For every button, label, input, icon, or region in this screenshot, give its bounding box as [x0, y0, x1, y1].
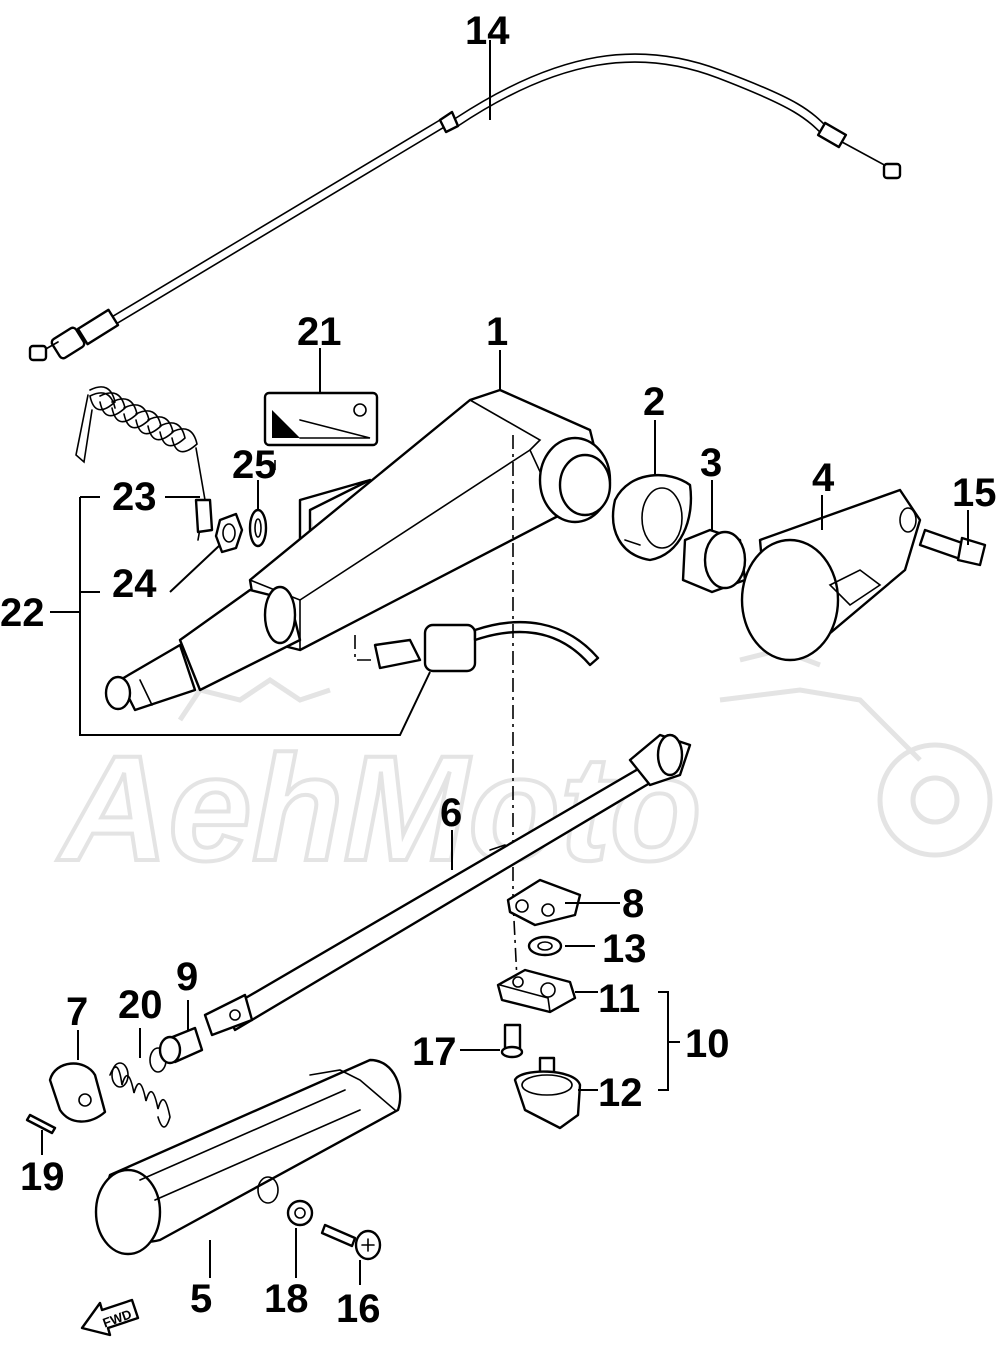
callout-8: 8 — [622, 882, 644, 926]
callout-22: 22 — [0, 591, 45, 635]
callout-12: 12 — [598, 1071, 643, 1115]
callout-1: 1 — [486, 310, 508, 354]
part-9-bushing[interactable] — [158, 1026, 204, 1065]
callout-23: 23 — [112, 475, 157, 519]
part-5-grip[interactable] — [94, 1058, 402, 1256]
part-4-throttle-cover[interactable] — [740, 488, 922, 662]
callout-9: 9 — [176, 955, 198, 999]
callout-13: 13 — [602, 927, 647, 971]
part-8-plate[interactable] — [506, 878, 582, 927]
callout-14: 14 — [465, 9, 510, 53]
part-11-friction-block[interactable] — [496, 968, 577, 1014]
part-3-bushing[interactable] — [681, 528, 747, 594]
callout-labels: 14 21 1 2 3 4 15 25 23 24 22 6 8 13 11 1… — [0, 9, 997, 1331]
part-7-cap[interactable] — [48, 1062, 107, 1123]
part-13-washer[interactable] — [527, 935, 563, 957]
callout-10: 10 — [685, 1022, 730, 1066]
callout-7: 7 — [66, 990, 88, 1034]
part-14-throttle-cable[interactable] — [28, 53, 902, 362]
callout-11: 11 — [598, 977, 640, 1021]
part-15-bolt[interactable] — [918, 528, 987, 567]
callout-2: 2 — [643, 380, 665, 424]
part-6-throttle-shaft[interactable] — [203, 733, 692, 1037]
callout-15: 15 — [952, 471, 997, 515]
part-21-label-plate[interactable] — [263, 391, 379, 447]
callout-5: 5 — [190, 1277, 212, 1321]
callout-6: 6 — [440, 791, 462, 835]
callout-17: 17 — [412, 1030, 457, 1074]
part-25-washer[interactable] — [248, 508, 268, 548]
callout-21: 21 — [297, 310, 342, 354]
callout-16: 16 — [336, 1287, 381, 1331]
part-2-collar[interactable] — [611, 473, 693, 562]
part-24-nut[interactable] — [214, 512, 244, 554]
part-22-stop-switch[interactable] — [373, 620, 600, 673]
part-20-spring[interactable] — [109, 1047, 171, 1128]
callout-3: 3 — [700, 441, 722, 485]
callout-25: 25 — [232, 443, 277, 487]
part-12-friction-knob[interactable] — [513, 1056, 582, 1130]
part-23-lanyard-cord[interactable] — [75, 386, 214, 541]
part-19-pin[interactable] — [25, 1113, 57, 1135]
part-18-lock-washer[interactable] — [286, 1199, 314, 1227]
leader-lines — [41, 40, 969, 1285]
callout-20: 20 — [118, 983, 163, 1027]
part-16-screw[interactable] — [320, 1223, 382, 1261]
callout-18: 18 — [264, 1277, 309, 1321]
callout-4: 4 — [812, 456, 835, 500]
part-17-screw[interactable] — [500, 1023, 524, 1059]
callout-19: 19 — [20, 1155, 65, 1199]
callout-24: 24 — [112, 562, 157, 606]
fwd-arrow: FWD — [80, 1298, 140, 1337]
